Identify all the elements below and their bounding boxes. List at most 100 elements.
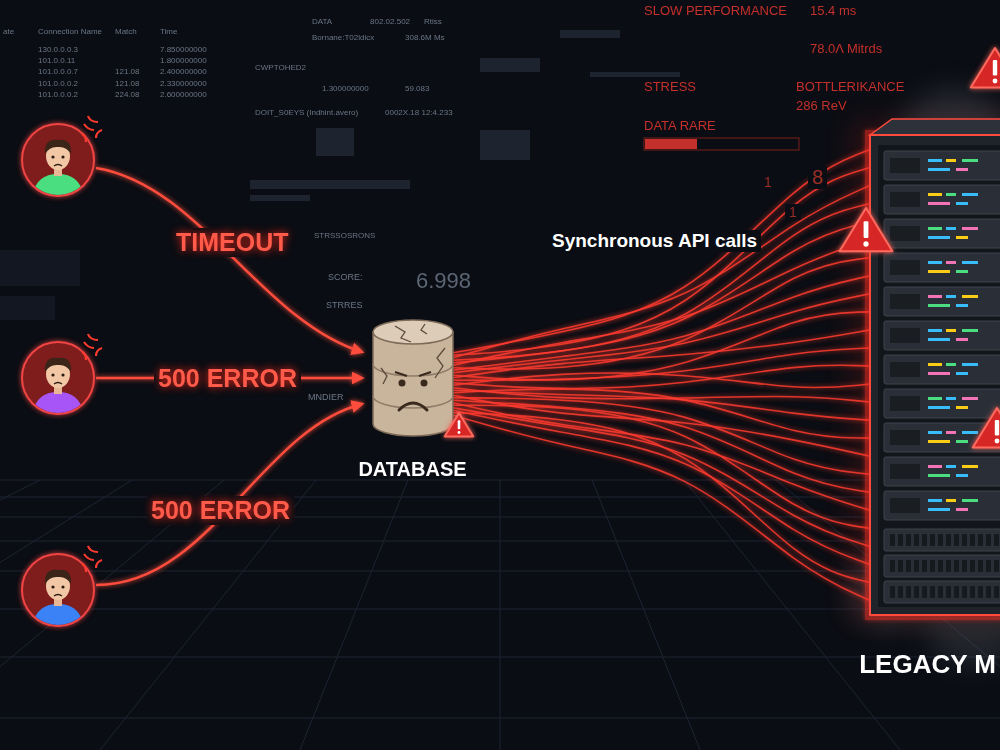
server-rack [906, 534, 911, 546]
server-rack [930, 560, 935, 572]
server-rack [970, 586, 975, 598]
api-call-line [453, 149, 870, 352]
server-rack [898, 586, 903, 598]
server-rack [930, 586, 935, 598]
server-rack [928, 440, 950, 443]
server-rack [928, 159, 942, 162]
server-rack [884, 389, 1000, 418]
server-rack [946, 261, 956, 264]
log-text: CWPTOHED2 [255, 63, 306, 72]
server-rack [946, 159, 956, 162]
server-rack [928, 363, 942, 366]
server-rack [954, 534, 959, 546]
server-rack [962, 329, 978, 332]
server-rack [962, 534, 967, 546]
log-text: Bornane:T02ldicx [312, 33, 374, 42]
server-rack [928, 261, 942, 264]
server-rack [840, 48, 1000, 617]
node-outline [866, 125, 1000, 620]
warning-icon [971, 48, 1000, 88]
server-rack [946, 295, 956, 298]
table-cell: 101.0.0.0.2 [38, 90, 78, 99]
server-rack [938, 586, 943, 598]
server-rack [890, 586, 895, 598]
server-rack [928, 295, 942, 298]
user-request-arrow [96, 168, 362, 352]
server-rack [956, 338, 968, 341]
dashboard-blocks [0, 30, 680, 320]
server-rack [986, 586, 991, 598]
server-rack [928, 202, 950, 205]
api-call-line [453, 167, 870, 355]
server-rack [962, 586, 967, 598]
server-rack [962, 431, 978, 434]
dashboard-digit: 1 [760, 174, 776, 190]
table-header: Connection Name [38, 27, 102, 36]
server-rack [928, 227, 942, 230]
node-label: LEGACY M [859, 650, 996, 680]
dashboard-blocks [480, 58, 540, 72]
node-label: DATABASE [358, 458, 466, 480]
server-rack [884, 151, 1000, 180]
server-rack [994, 560, 999, 572]
table-cell: 121.08 [115, 67, 139, 76]
api-call-line [453, 415, 870, 600]
api-call-line [453, 398, 870, 475]
server-rack [946, 465, 956, 468]
api-call-line [453, 413, 870, 583]
server-rack [870, 135, 1000, 615]
log-text: Rtiss [424, 17, 442, 26]
server-rack [922, 534, 927, 546]
data-rate-bar [644, 138, 799, 150]
user-avatar [82, 116, 102, 142]
server-rack [868, 133, 1000, 617]
log-text: DOIT_S0EYS (Indhint.avero) [255, 108, 358, 117]
server-rack [928, 508, 950, 511]
server-rack [946, 227, 956, 230]
server-rack [890, 430, 920, 445]
server-rack [986, 560, 991, 572]
warning-icon [840, 208, 893, 251]
server-rack [946, 431, 956, 434]
table-header: Time [160, 27, 177, 36]
user-avatar [32, 392, 84, 418]
table-header: Match [115, 27, 137, 36]
dashboard-text: MNDIER [308, 392, 344, 402]
user-avatar [61, 373, 64, 376]
warning-icon [840, 208, 893, 251]
table-cell: 2.400000000 [160, 67, 207, 76]
user-avatar [45, 140, 71, 154]
server-rack [956, 304, 968, 307]
error-label: 500 ERROR [154, 364, 301, 393]
server-rack [878, 145, 1000, 607]
server-rack [946, 499, 956, 502]
server-rack [962, 499, 978, 502]
log-text: DATA [312, 17, 332, 26]
dashboard-blocks [0, 250, 80, 286]
table-cell: 2.600000000 [160, 90, 207, 99]
warning-icon [458, 431, 461, 434]
server-rack [898, 560, 903, 572]
server-rack [970, 560, 975, 572]
user-avatar [32, 174, 84, 200]
table-cell: 121.08 [115, 79, 139, 88]
user-avatar [22, 334, 102, 418]
server-rack [928, 474, 950, 477]
server-rack [884, 185, 1000, 214]
user-avatar [32, 358, 84, 418]
server-rack [978, 534, 983, 546]
dashboard-blocks [590, 72, 680, 77]
user-avatar [51, 373, 54, 376]
metric-value: 15.4 ms [810, 4, 856, 19]
server-rack [928, 431, 942, 434]
log-text: 59.083 [405, 84, 429, 93]
server-rack [890, 294, 920, 309]
server-rack [978, 586, 983, 598]
log-text: 1.300000000 [322, 84, 369, 93]
user-avatar [54, 165, 62, 167]
server-rack [890, 534, 895, 546]
server-rack [956, 168, 968, 171]
server-rack [956, 440, 968, 443]
user-avatar [45, 358, 71, 372]
